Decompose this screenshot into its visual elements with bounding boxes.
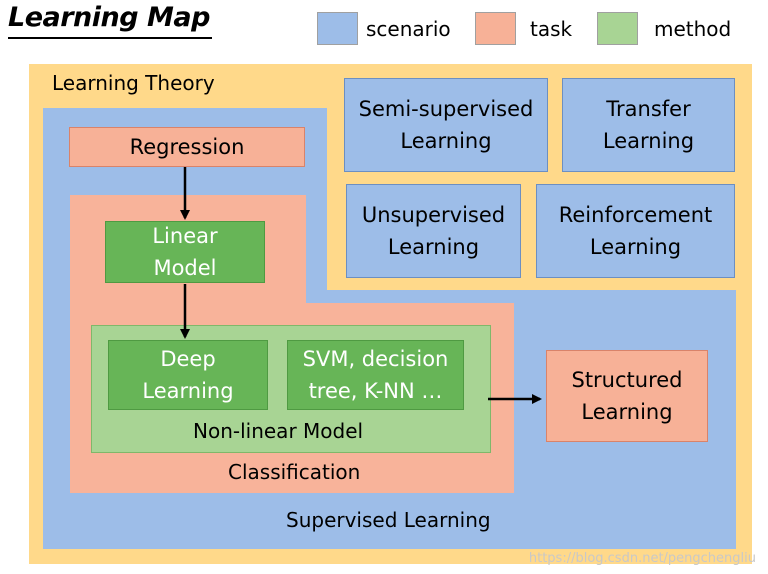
supervised-learning-label: Supervised Learning [286,508,491,532]
regression-box: Regression [69,127,305,167]
legend-label-method: method [654,17,732,41]
legend-swatch-method [597,12,638,45]
classification-label: Classification [228,460,361,484]
legend-label-scenario: scenario [366,17,451,41]
learning-theory-label: Learning Theory [52,71,215,95]
title-underline [8,37,212,39]
legend-swatch-task [475,12,516,45]
diagram-title: Learning Map [8,2,210,33]
legend-label-task: task [530,17,573,41]
non-linear-model-label: Non-linear Model [193,419,364,443]
legend-swatch-scenario [317,12,358,45]
watermark: https://blog.csdn.net/pengchengliu [528,551,756,566]
